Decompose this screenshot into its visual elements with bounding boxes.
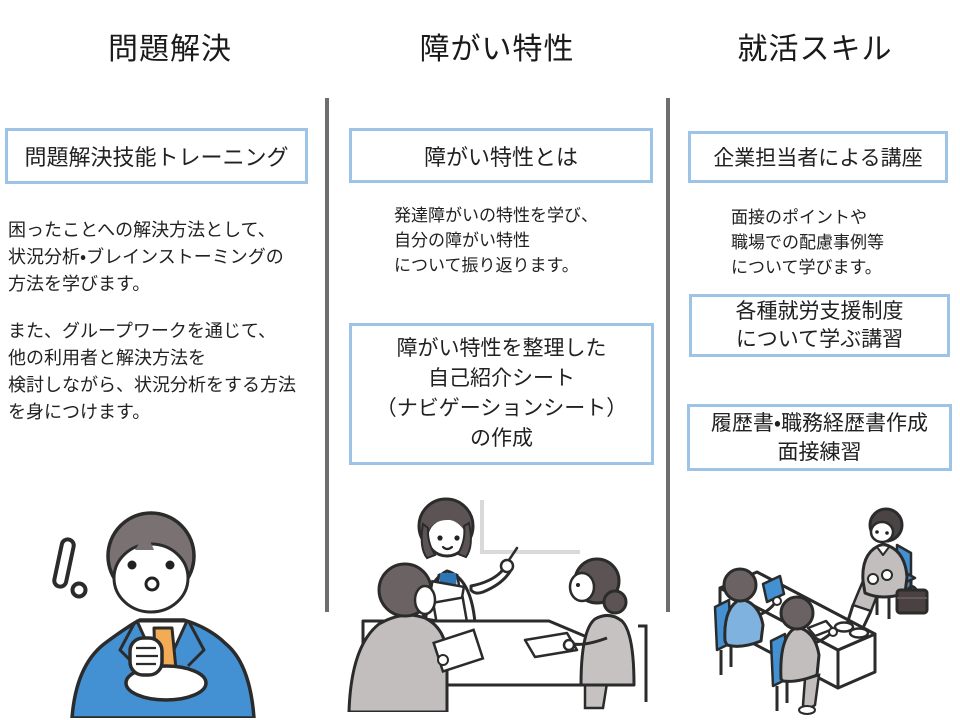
column-title-disability-traits: 障がい特性 — [419, 33, 575, 66]
course-box-what-are-disability-traits: 障がい特性とは — [349, 128, 653, 183]
man-hand — [124, 636, 208, 702]
man-head — [106, 511, 196, 614]
vertical-divider — [325, 98, 329, 612]
course-box-company-lecture: 企業担当者による講座 — [688, 131, 948, 183]
worker-blue-shirt — [713, 567, 782, 675]
paragraph: 面接のポイントや 職場での配慮事例等 について学びます。 — [731, 208, 884, 277]
vertical-divider — [666, 98, 670, 612]
course-box-employment-support-systems: 各種就労支援制度 について学ぶ講習 — [689, 294, 950, 357]
course-box-problem-solving-training: 問題解決技能トレーニング — [5, 128, 308, 184]
briefcase-icon — [895, 585, 929, 615]
surprised-man-illustration — [52, 511, 256, 718]
standing-counselor — [417, 497, 519, 630]
exclamation-icon — [52, 537, 88, 599]
paper-on-table — [523, 631, 579, 659]
paragraph: 困ったことへの解決方法として、 状況分析・ブレインストーミングの 方法を学びます… — [8, 220, 284, 294]
course-box-resume-and-interview-practice: 履歴書・職務経歴書作成 面接練習 — [687, 404, 952, 471]
waiting-interviewee — [833, 507, 917, 639]
column-title-job-hunting-skills: 就活スキル — [737, 33, 893, 66]
office-illustration — [713, 507, 929, 715]
course-box-navigation-sheet: 障がい特性を整理した 自己紹介シート （ナビゲーションシート） の作成 — [349, 323, 654, 465]
paragraph: 発達障がいの特性を学び、 自分の障がい特性 について振り返ります。 — [394, 206, 598, 275]
worker-gray-shirt — [769, 595, 838, 715]
whiteboard-corner — [480, 500, 580, 554]
meeting-illustration — [347, 497, 648, 712]
column-title-problem-solving: 問題解決 — [108, 33, 232, 66]
paragraph: また、グループワークを通じて、 他の利用者と解決方法を 検討しながら、状況分析を… — [8, 321, 296, 422]
seated-woman-side-view — [562, 557, 648, 710]
seated-man-back-view — [347, 562, 485, 712]
laptop-screen — [761, 574, 786, 604]
